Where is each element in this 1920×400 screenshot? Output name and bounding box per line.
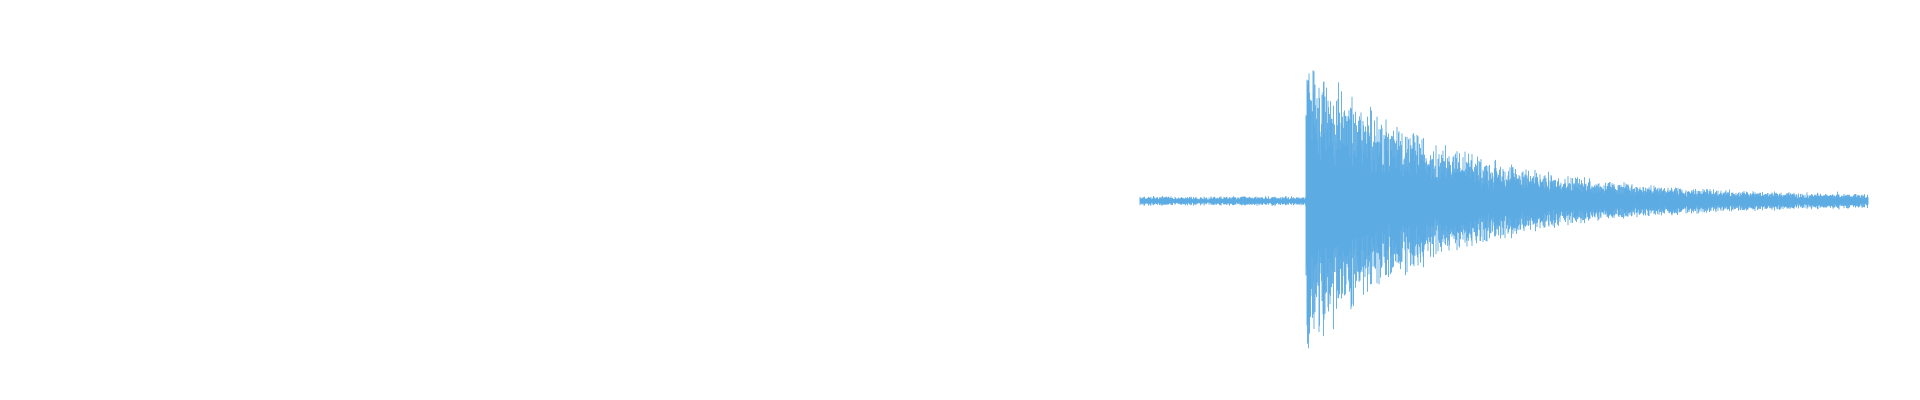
waveform-trace bbox=[1139, 70, 1869, 349]
waveform-path bbox=[1139, 70, 1869, 349]
